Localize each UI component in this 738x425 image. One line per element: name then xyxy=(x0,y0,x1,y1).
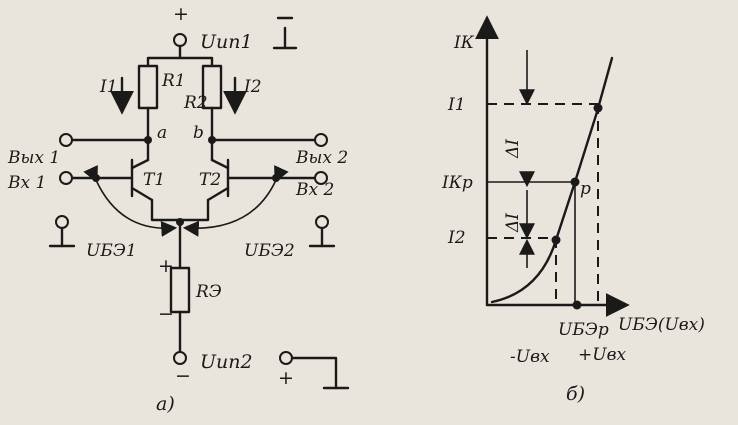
top-wire xyxy=(146,44,214,68)
point-p xyxy=(570,177,580,187)
supply-plus-label: + xyxy=(173,3,189,25)
ube1-label: UБЭ1 xyxy=(86,241,137,261)
x-axis-label: UБЭ(Uвх) xyxy=(618,315,705,335)
y-axis-label: IК xyxy=(453,33,475,53)
polarity-symbol: + xyxy=(278,351,350,390)
output-2-terminal xyxy=(314,133,328,147)
ground-symbol-top xyxy=(272,16,298,50)
point-p-label: p xyxy=(580,179,591,199)
ube2-label: UБЭ2 xyxy=(244,241,295,261)
input-1-label: Вх 1 xyxy=(7,173,46,193)
r2-label: R2 xyxy=(183,93,208,113)
ikr-level-label: IКр xyxy=(441,173,473,193)
node-b-label: b xyxy=(193,123,204,143)
point-i1 xyxy=(593,103,603,113)
input-2-terminal xyxy=(314,171,328,185)
output-2-label: Вых 2 xyxy=(295,148,348,168)
i2-level-label: I2 xyxy=(447,228,466,248)
ground-symbol-right xyxy=(308,215,336,248)
t2-label: T2 xyxy=(199,170,221,190)
t1-label: T1 xyxy=(143,170,165,190)
ground-symbol-left xyxy=(48,215,76,248)
collector-wires xyxy=(146,106,214,162)
transistor-t2: T2 xyxy=(199,158,230,202)
circuit-diagram: + Uип1 R1 R2 I1 I2 a b Вых 1 Вых 2 xyxy=(7,3,350,415)
transfer-characteristic-graph: IК p ΔI ΔI I1 IКр I2 UБЭр UБЭ(Uвх) -Uвх … xyxy=(441,15,705,405)
supply-terminal-top: + Uип1 xyxy=(173,3,253,53)
characteristic-curve xyxy=(490,56,614,304)
polarity-plus-label: + xyxy=(278,367,294,389)
point-i2 xyxy=(551,235,561,245)
r1-label: R1 xyxy=(161,71,186,91)
output-1-terminal xyxy=(59,133,73,147)
supply-minus-bottom: − xyxy=(175,365,191,387)
i1-label: I1 xyxy=(99,77,118,97)
plus-uvx-label: +Uвх xyxy=(578,345,626,365)
ube2-arrow xyxy=(182,165,289,237)
input-1-terminal xyxy=(59,171,73,185)
output-1-label: Вых 1 xyxy=(7,148,60,168)
transistor-t1: T1 xyxy=(130,158,165,202)
node-a-label: a xyxy=(157,123,167,143)
supply-2-label: Uип2 xyxy=(200,351,253,373)
delta-upper-label: ΔI xyxy=(503,139,523,159)
re-label: RЭ xyxy=(195,282,222,302)
supply-1-label: Uип1 xyxy=(200,31,253,53)
uber-label: UБЭр xyxy=(558,320,609,340)
point-uber xyxy=(572,300,582,310)
minus-uvx-label: -Uвх xyxy=(510,347,550,367)
supply-terminal-bottom xyxy=(173,351,187,365)
caption-a: а) xyxy=(156,393,175,415)
resistor-r1 xyxy=(137,64,159,110)
delta-lower-label: ΔI xyxy=(503,213,523,233)
re-minus-label: − xyxy=(158,303,174,325)
input-2-label: Вх 2 xyxy=(295,180,334,200)
caption-b: б) xyxy=(566,383,585,405)
i2-label: I2 xyxy=(243,77,262,97)
i1-level-label: I1 xyxy=(447,95,466,115)
ube1-arrow xyxy=(83,165,178,237)
emitter-node xyxy=(176,218,184,226)
